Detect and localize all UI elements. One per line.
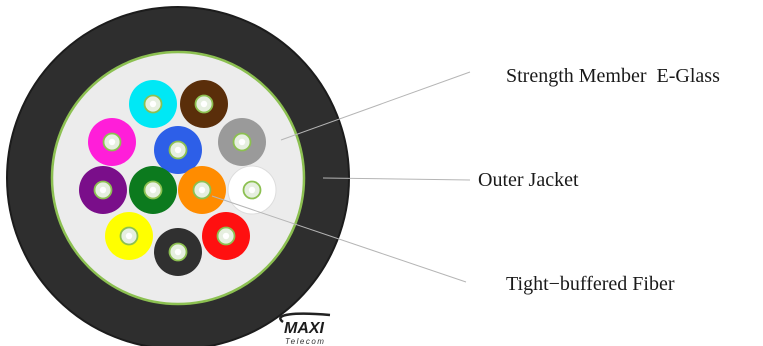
fiber-blue: [154, 126, 202, 174]
logo-sub-text: Telecom: [285, 337, 325, 346]
fiber-rose: [88, 118, 136, 166]
fiber-red: [202, 212, 250, 260]
logo-swoosh: [279, 312, 331, 324]
logo-main-text: MAXI: [284, 320, 325, 337]
fiber-core: [222, 232, 230, 240]
fiber-core: [198, 186, 206, 194]
leader-lines: [211, 71, 471, 283]
leader-line-outer-jacket: [322, 177, 471, 181]
fiber-core: [174, 248, 182, 256]
label-outer-jacket: Outer Jacket: [478, 169, 579, 191]
fiber-orange: [178, 166, 226, 214]
fiber-core: [99, 186, 107, 194]
fiber-core: [108, 138, 116, 146]
tight-buffered-fiber-group: [79, 80, 277, 276]
fiber-slate: [218, 118, 266, 166]
fiber-core: [174, 146, 182, 154]
label-strength-member: Strength Member E-Glass: [506, 65, 720, 87]
fiber-white: [227, 165, 277, 215]
fiber-core: [149, 100, 157, 108]
fiber-yellow: [105, 212, 153, 260]
fiber-green: [129, 166, 177, 214]
fiber-black: [154, 228, 202, 276]
fiber-core: [238, 138, 246, 146]
fiber-violet: [79, 166, 127, 214]
fiber-core: [248, 186, 256, 194]
label-tight-buffered-fiber: Tight−buffered Fiber: [506, 273, 675, 295]
fiber-core: [149, 186, 157, 194]
maxi-telecom-logo: MAXI Telecom: [279, 312, 331, 346]
fiber-core: [200, 100, 208, 108]
fiber-aqua: [129, 80, 177, 128]
fiber-core: [125, 232, 133, 240]
leader-line-strength-member: [280, 71, 471, 141]
leader-line-tight-buffered-fiber: [211, 195, 467, 283]
fiber-brown: [180, 80, 228, 128]
